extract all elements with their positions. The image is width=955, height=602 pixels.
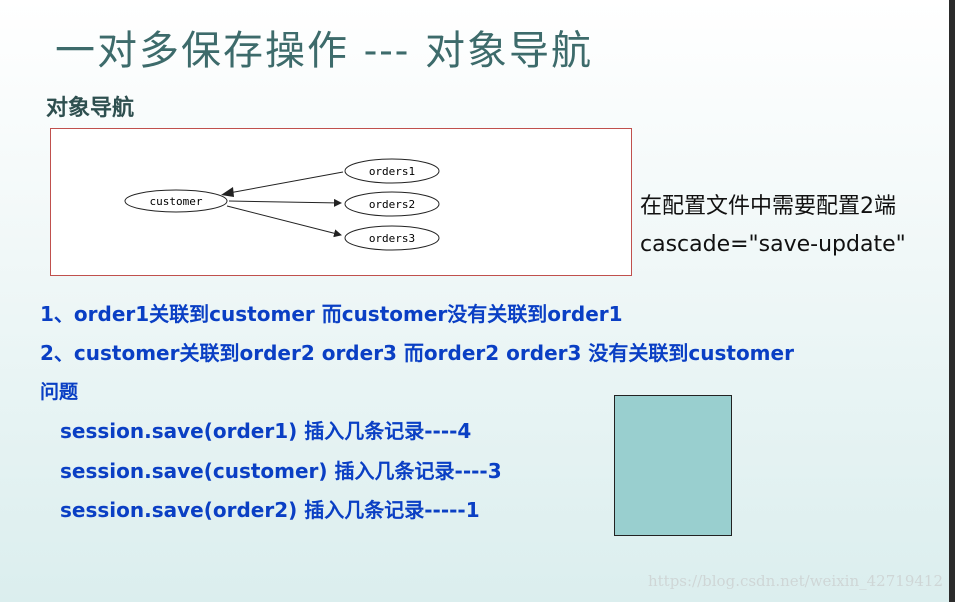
- question-heading: 问题: [40, 381, 79, 403]
- edge-customer-orders3: [226, 205, 342, 238]
- statement-1: 1、order1关联到customer 而customer没有关联到order1: [40, 302, 623, 326]
- node-customer-label: customer: [150, 195, 203, 208]
- node-customer: customer: [124, 189, 228, 213]
- statement-2: 2、customer关联到order2 order3 而order2 order…: [40, 341, 794, 365]
- object-navigation-diagram: customer orders1 orders2 orders3: [50, 128, 632, 276]
- section-heading: 对象导航: [46, 96, 135, 121]
- node-orders2: orders2: [344, 191, 440, 217]
- arrowhead-customer: [221, 187, 234, 197]
- edge-customer-orders1: [228, 171, 344, 194]
- question-2: session.save(customer) 插入几条记录----3: [60, 459, 502, 483]
- edge-customer-orders2: [228, 198, 342, 207]
- cascade-note: cascade="save-update": [640, 232, 906, 257]
- config-note: 在配置文件中需要配置2端: [640, 194, 896, 219]
- slide-title: 一对多保存操作 --- 对象导航: [55, 28, 593, 74]
- node-orders3-label: orders3: [369, 232, 415, 245]
- placeholder-box: [614, 395, 732, 536]
- diagram-canvas: customer orders1 orders2 orders3: [124, 158, 440, 251]
- node-orders1-label: orders1: [369, 165, 415, 178]
- window-right-edge: [949, 0, 955, 602]
- node-orders2-label: orders2: [369, 198, 415, 211]
- watermark: https://blog.csdn.net/weixin_42719412: [647, 572, 943, 590]
- node-orders3: orders3: [344, 225, 440, 251]
- question-3: session.save(order2) 插入几条记录-----1: [60, 498, 480, 522]
- node-orders1: orders1: [344, 158, 440, 184]
- question-1: session.save(order1) 插入几条记录----4: [60, 419, 472, 443]
